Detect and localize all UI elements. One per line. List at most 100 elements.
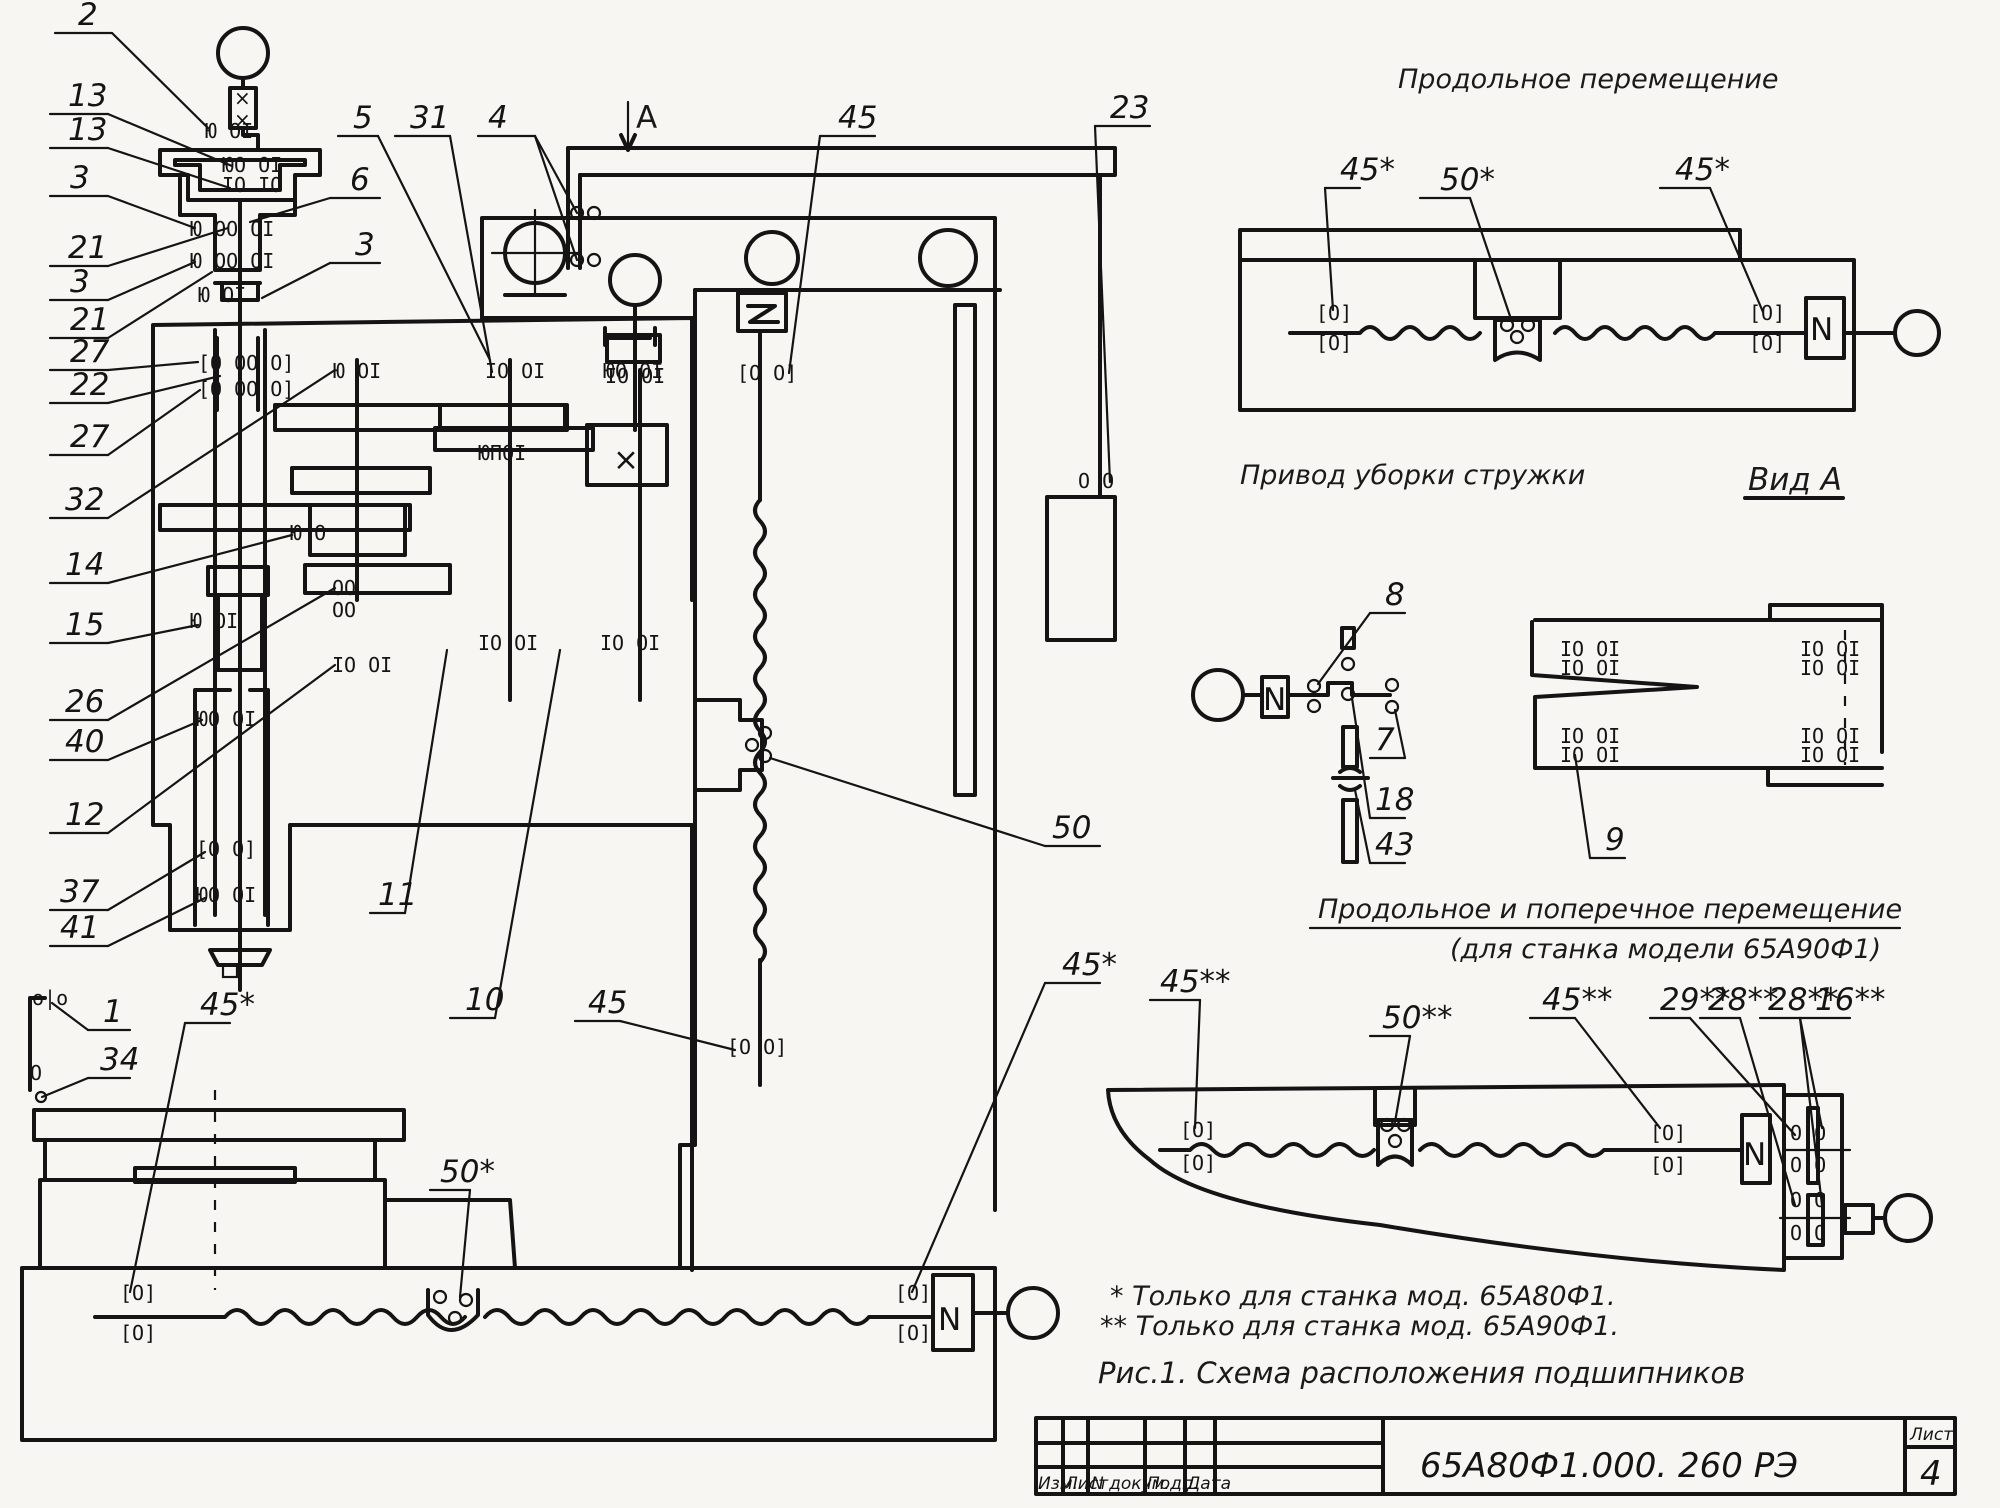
position-label-long-cross-view: 29** <box>1660 982 1730 1018</box>
position-label-chip-drive: 7 <box>1375 722 1395 758</box>
leader-line <box>128 1021 187 1294</box>
position-label-table-area: 50* <box>440 1154 495 1190</box>
leader-line <box>458 1188 472 1299</box>
footnote-single-star: * Только для станка мод. 65А80Ф1. <box>1110 1281 1616 1312</box>
pulley-icon <box>608 253 662 307</box>
longitudinal-travel-view: [О] [О] [О] [О] N <box>1238 228 1941 412</box>
caption-model-note: (для станка модели 65А90Ф1) <box>1450 934 1881 965</box>
position-label-spindle-head: 40 <box>65 724 104 760</box>
bearing-symbol: [О] <box>1749 331 1785 355</box>
position-label-long-cross-view: 16** <box>1815 982 1885 1018</box>
bearing-symbol: ІО ОІ <box>600 631 660 655</box>
leader-line <box>40 1076 90 1099</box>
leader-line <box>106 586 337 722</box>
position-label-column-top: 31 <box>410 100 449 136</box>
leader-line <box>910 981 1047 1294</box>
position-label-long-cross-view: 50** <box>1382 1000 1452 1036</box>
bearing-symbol: Ю ОО ОI <box>190 217 274 241</box>
position-label-column-mid: 45 <box>588 985 627 1021</box>
position-label-spindle-head: 37 <box>60 874 100 910</box>
bearing-symbol: ЮО ОI <box>196 883 256 907</box>
bearing-symbol: ІО ОІ <box>1560 656 1620 680</box>
position-label-table-area: 1 <box>103 994 123 1030</box>
leader-line <box>106 718 204 762</box>
bearing-symbol: ІО ОІ <box>1800 724 1860 748</box>
gear-mark: × <box>234 108 251 132</box>
leader-line <box>1193 998 1202 1130</box>
bearing-symbol: Ю ОI <box>198 283 246 307</box>
leader-line <box>1323 186 1335 312</box>
leader-line <box>106 374 222 405</box>
position-label-chip-drive: 9 <box>1605 822 1625 858</box>
bearing-symbol: О О <box>1790 1121 1826 1145</box>
leader-line <box>1093 124 1112 484</box>
position-label-chip-drive: 43 <box>1375 827 1414 863</box>
bearing-symbol: [О О] <box>737 361 797 385</box>
position-label-table-area: 34 <box>100 1042 139 1078</box>
leader-line <box>1738 1016 1797 1207</box>
position-label-spindle-head: 14 <box>65 547 104 583</box>
chip-removal-drive: N ІО ОІ ІО ОІ ІО ОІ ІО ОІ ІО ОІ ІО ОІ ІО… <box>1191 603 1884 864</box>
bearing-symbol: О <box>30 1061 42 1085</box>
position-label-long-cross-view: 28** <box>1768 982 1838 1018</box>
position-label-spindle-head: 3 <box>70 160 90 196</box>
bearing-symbol: ЮПОІ <box>478 441 526 465</box>
tb-header-signature: Подп. <box>1147 1474 1198 1494</box>
feed-motor-icon <box>1006 1286 1060 1340</box>
leader-line <box>260 261 332 300</box>
bearing-symbol: ІО ОІ <box>605 364 665 388</box>
leader-line <box>533 134 579 215</box>
leader-line <box>106 896 207 948</box>
leader-line <box>1798 1016 1824 1130</box>
bearing-symbol: ІО ОІ <box>478 631 538 655</box>
leader-line <box>1350 696 1372 820</box>
leader-line <box>106 368 337 520</box>
chip-conveyor-motor-icon <box>1191 668 1245 722</box>
bearing-symbol: ІО ОІ <box>332 653 392 677</box>
figure-title: Рис.1. Схема расположения подшипников <box>1098 1356 1745 1390</box>
bearing-symbol: [О ОО О] <box>198 377 294 401</box>
sheet-number: 4 <box>1920 1454 1942 1494</box>
position-label-spindle-head: 41 <box>60 910 99 946</box>
leader-line <box>106 360 200 372</box>
position-label-spindle-head: 21 <box>68 230 107 266</box>
section-a-arrow-label: A <box>636 100 657 136</box>
bearing-symbol: [О] <box>1316 331 1352 355</box>
leader-line <box>1573 753 1592 860</box>
leader-line <box>50 1001 90 1032</box>
bearing-symbol: О О <box>1078 469 1114 493</box>
bearing-symbol: о|о <box>32 986 68 1010</box>
position-label-column-top: 5 <box>353 100 373 136</box>
position-label-column-mid: 11 <box>378 877 417 913</box>
bearing-symbol: [О ОО О] <box>198 351 294 375</box>
leader-line <box>768 756 1047 848</box>
leader-line <box>1353 788 1372 865</box>
position-label-column-top: 23 <box>1110 90 1149 126</box>
leader-line <box>1688 1016 1797 1137</box>
bearing-symbol: ІО ОІ <box>1560 724 1620 748</box>
leader-line <box>106 260 197 302</box>
pulley-icon <box>744 230 800 286</box>
position-label-column-mid: 50 <box>1052 810 1091 846</box>
position-label-column-top: 45 <box>838 100 877 136</box>
bearing-symbol: [О] <box>895 1321 931 1345</box>
position-label-spindle-head: 22 <box>70 367 109 403</box>
bearing-symbol: Ю ОI <box>190 609 238 633</box>
bearing-symbol: Ю ОI <box>205 119 253 143</box>
position-label-spindle-head: 3 <box>70 264 90 300</box>
leader-line <box>106 112 234 168</box>
bearing-symbol: [О] <box>120 1281 156 1305</box>
clutch-icon: N <box>1743 1137 1766 1173</box>
cross-feed-motor-icon <box>1883 1193 1933 1243</box>
bearing-symbol: ІО ОІ <box>1560 743 1620 767</box>
bearing-symbol: [О] <box>1316 301 1352 325</box>
leader-line <box>1573 1016 1662 1130</box>
bearing-symbol: Ю О <box>290 521 326 545</box>
leader-line <box>1708 186 1765 314</box>
longitudinal-motor-icon <box>1893 309 1941 357</box>
bearing-symbol: [О] <box>895 1281 931 1305</box>
position-label-spindle-head: 27 <box>70 419 110 455</box>
bearing-symbol: [О] <box>1180 1151 1216 1175</box>
